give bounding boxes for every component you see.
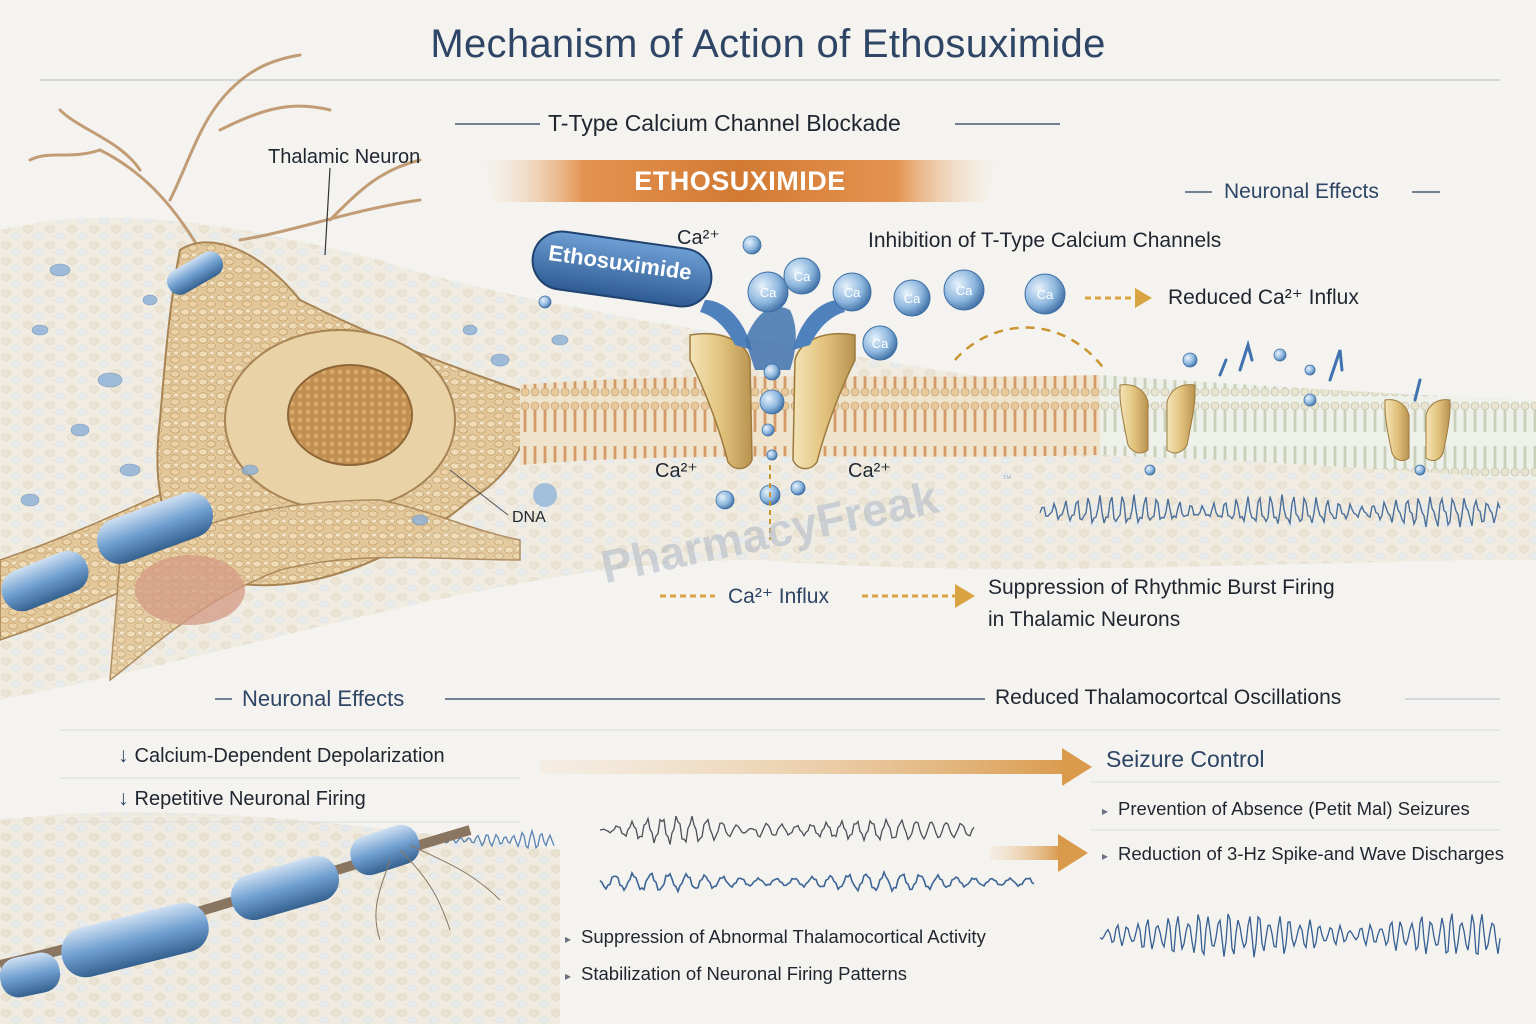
seizure-control-heading: Seizure Control <box>1106 746 1265 772</box>
ca-influx-label: Ca²⁺ Influx <box>728 585 829 608</box>
decrease-item-depolarization: ↓Calcium-Dependent Depolarization <box>118 744 445 767</box>
calcium-ion <box>862 325 898 361</box>
seizure-control-arrow <box>540 748 1092 786</box>
spike-wave-discharge-waveform <box>1099 913 1501 958</box>
eeg-waveform-abnormal <box>599 815 975 845</box>
neuronal-effects-heading-right: Neuronal Effects <box>1224 180 1379 203</box>
ca-label-left: Ca²⁺ <box>655 460 698 482</box>
neuronal-effects-heading-left: Neuronal Effects <box>242 686 405 711</box>
calcium-ion-label: Ca <box>872 336 889 351</box>
ca-influx-arrows <box>660 584 975 608</box>
bullet-marker-icon: ▸ <box>1102 849 1109 863</box>
calcium-ion <box>1024 273 1066 315</box>
calcium-ion-label: Ca <box>956 283 973 298</box>
thalamic-neuron-label: Thalamic Neuron <box>268 146 421 168</box>
calcium-ion-label: Ca <box>1037 287 1054 302</box>
pore-ions <box>538 235 1426 510</box>
thalamic-neuron <box>0 53 569 682</box>
myelinated-axon <box>0 824 501 998</box>
calcium-ion-label: Ca <box>794 269 811 284</box>
calcium-ion-label: Ca <box>760 285 777 300</box>
seizure-reduction-arrow <box>990 834 1088 872</box>
page-title: Mechanism of Action of Ethosuximide <box>430 22 1106 66</box>
seizure-item-prevention: ▸Prevention of Absence (Petit Mal) Seizu… <box>1102 798 1470 819</box>
reduced-influx-label: Reduced Ca²⁺ Influx <box>1168 286 1359 309</box>
suppression-label-line1: Suppression of Rhythmic Burst Firing <box>988 576 1335 599</box>
dna-label: DNA <box>512 509 546 526</box>
calcium-ion <box>832 272 872 312</box>
ca-label-top: Ca²⁺ <box>677 227 720 249</box>
eeg-waveform-stabilized <box>599 869 1035 894</box>
bottom-item-suppression: ▸Suppression of Abnormal Thalamocortical… <box>565 926 986 947</box>
calcium-ion-label: Ca <box>904 291 921 306</box>
calcium-ion <box>893 279 931 317</box>
calcium-ion <box>747 271 789 313</box>
reduced-oscillations-label: Reduced Thalamocortcal Oscillations <box>995 686 1342 709</box>
down-arrow-icon: ↓ <box>118 744 129 767</box>
bullet-marker-icon: ▸ <box>565 969 572 983</box>
suppression-label-line2: in Thalamic Neurons <box>988 608 1181 631</box>
calcium-ion <box>783 257 821 295</box>
t-type-calcium-channel <box>689 300 856 470</box>
inhibition-label: Inhibition of T-Type Calcium Channels <box>868 229 1222 252</box>
tissue-background-bottom <box>0 811 560 1024</box>
bullet-marker-icon: ▸ <box>565 932 572 946</box>
seizure-item-reduction: ▸Reduction of 3-Hz Spike-and Wave Discha… <box>1102 843 1504 864</box>
burst-firing-waveform <box>1039 494 1501 528</box>
reduced-influx-arrow <box>1085 288 1152 308</box>
ethosuximide-banner-shape <box>480 160 1000 202</box>
decrease-item-firing: ↓Repetitive Neuronal Firing <box>118 787 366 810</box>
down-arrow-icon: ↓ <box>118 787 129 810</box>
ca-label-right: Ca²⁺ <box>848 460 891 482</box>
ethosuximide-pill <box>531 230 713 308</box>
watermark-trademark: ™ <box>1002 474 1012 485</box>
calcium-ion-label: Ca <box>844 285 861 300</box>
blocked-influx-path <box>954 326 1106 371</box>
calcium-ion <box>943 269 985 311</box>
bottom-item-stabilization: ▸Stabilization of Neuronal Firing Patter… <box>565 963 908 984</box>
drug-banner-label: ETHOSUXIMIDE <box>634 166 846 196</box>
blocked-channels <box>1119 339 1451 461</box>
subtitle: T-Type Calcium Channel Blockade <box>548 110 901 136</box>
bullet-marker-icon: ▸ <box>1102 804 1109 818</box>
